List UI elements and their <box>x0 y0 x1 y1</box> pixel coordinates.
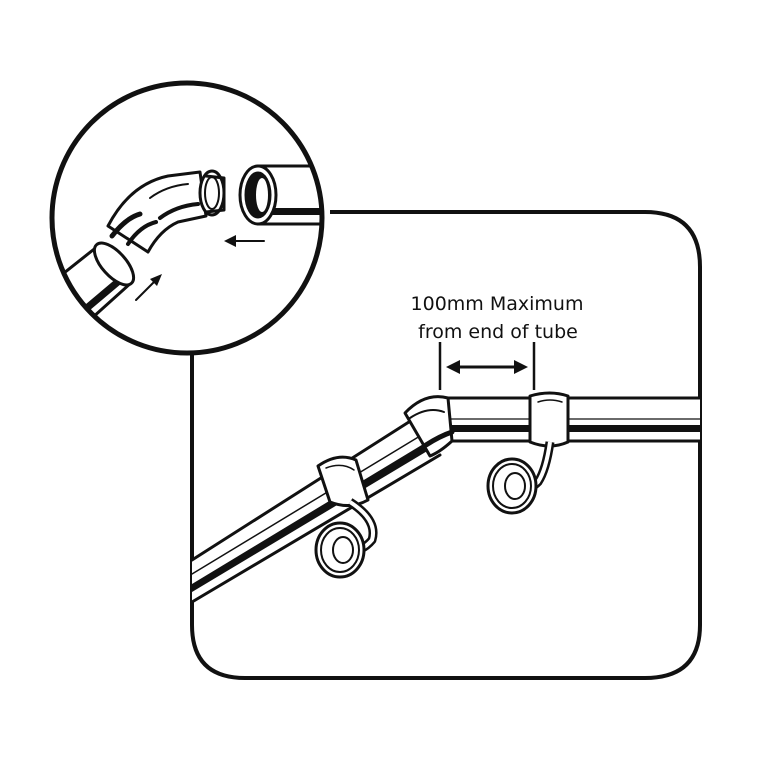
horizontal-tube <box>438 396 702 443</box>
bracket-collar-left <box>316 455 370 507</box>
dimension-marker <box>438 342 536 390</box>
bracket-collar-right <box>528 391 570 448</box>
wall-bracket-left <box>314 498 378 579</box>
detail-tube-right <box>238 164 322 226</box>
detail-arrows <box>135 235 265 301</box>
inclined-tube <box>190 418 442 604</box>
main-panel <box>190 210 702 680</box>
detail-inset <box>49 80 325 356</box>
wall-bracket-right <box>486 441 555 515</box>
detail-elbow-fitting <box>106 169 226 254</box>
measurement-note-line-1: 100mm Maximum <box>411 293 584 315</box>
handrail <box>190 391 702 604</box>
measurement-note-line-2: from end of tube <box>418 321 578 343</box>
elbow-joint <box>403 395 455 458</box>
